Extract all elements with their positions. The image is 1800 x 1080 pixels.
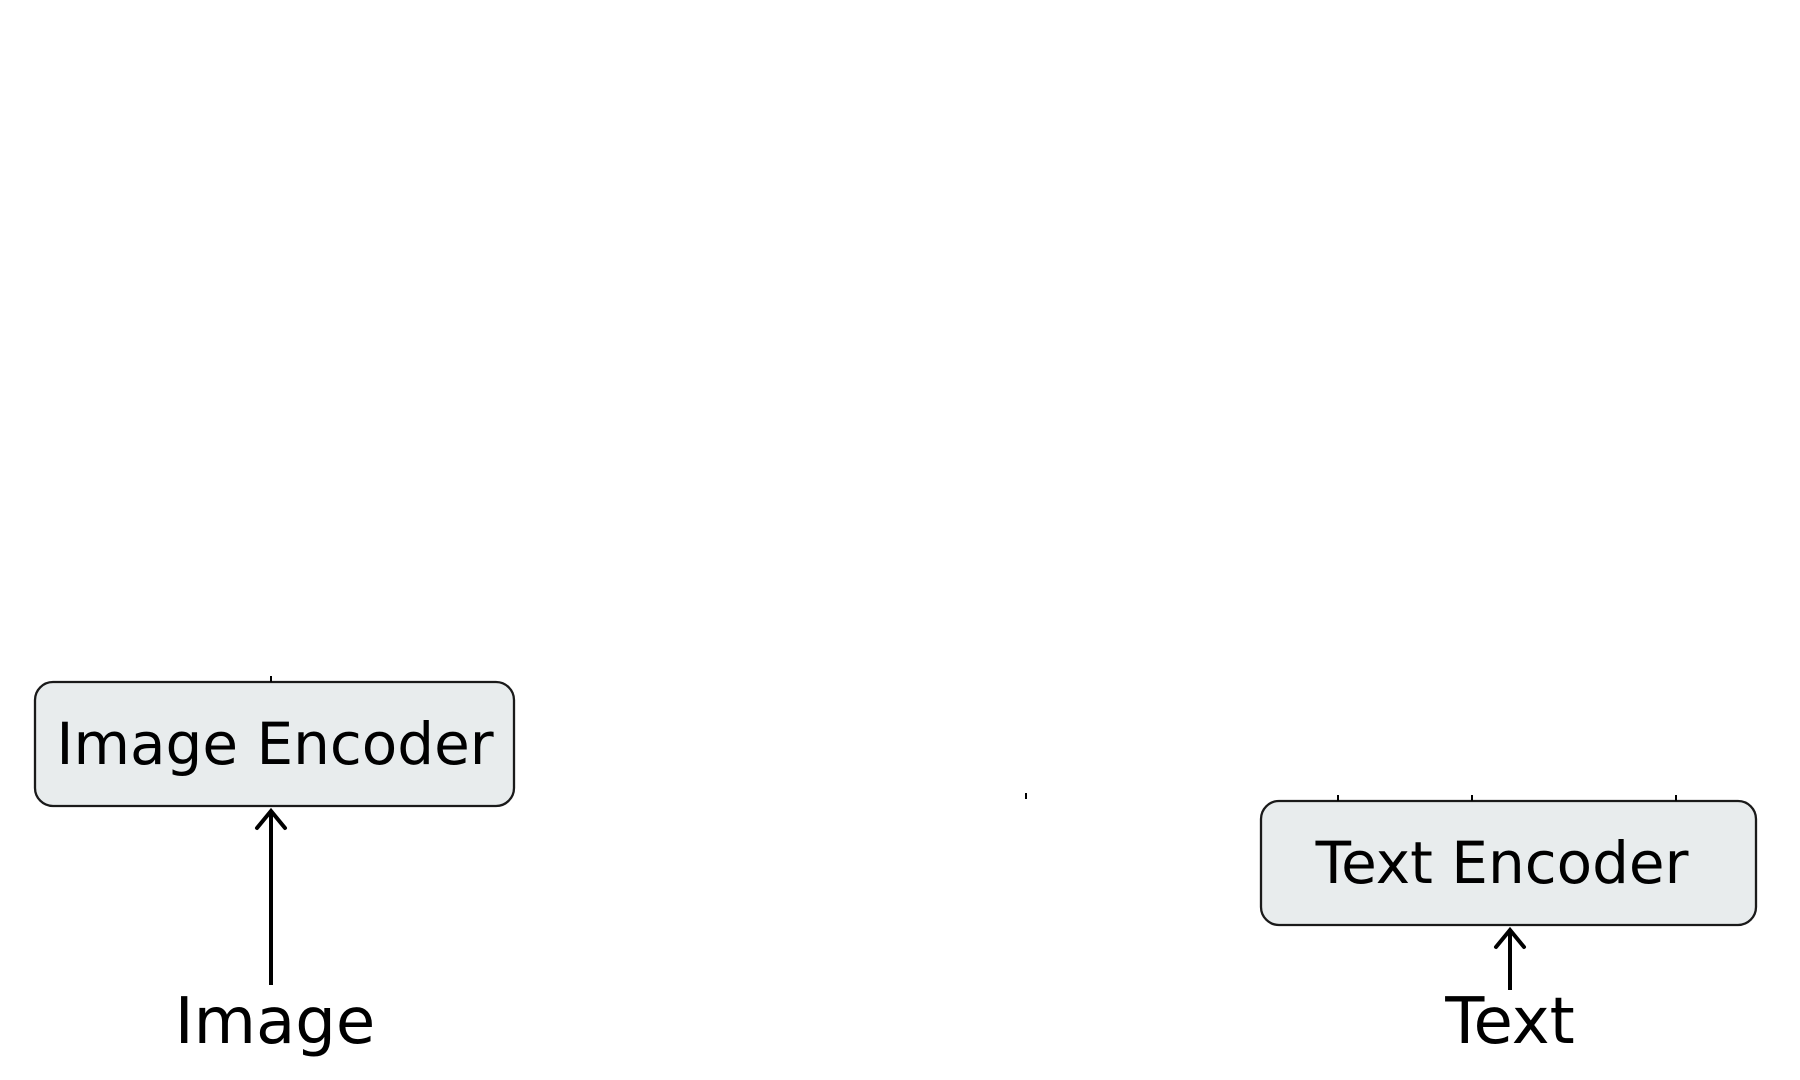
text-arrow-head: [1494, 926, 1526, 949]
text-encoder-label: Text Encoder: [1315, 829, 1689, 897]
text-arrow: [1494, 926, 1526, 990]
image-input-label: Image: [175, 985, 375, 1059]
image-encoder-label: Image Encoder: [56, 710, 493, 778]
image-encoder-box: [33, 680, 516, 808]
text-encoder-box: [1259, 799, 1758, 927]
image-arrow-head: [255, 807, 287, 830]
image-encoder-block: Image Encoder: [33, 676, 516, 808]
text-encoder-block: Text Encoder: [1259, 795, 1758, 927]
image-arrow: [255, 807, 287, 985]
text-input-label: Text: [1444, 985, 1574, 1059]
